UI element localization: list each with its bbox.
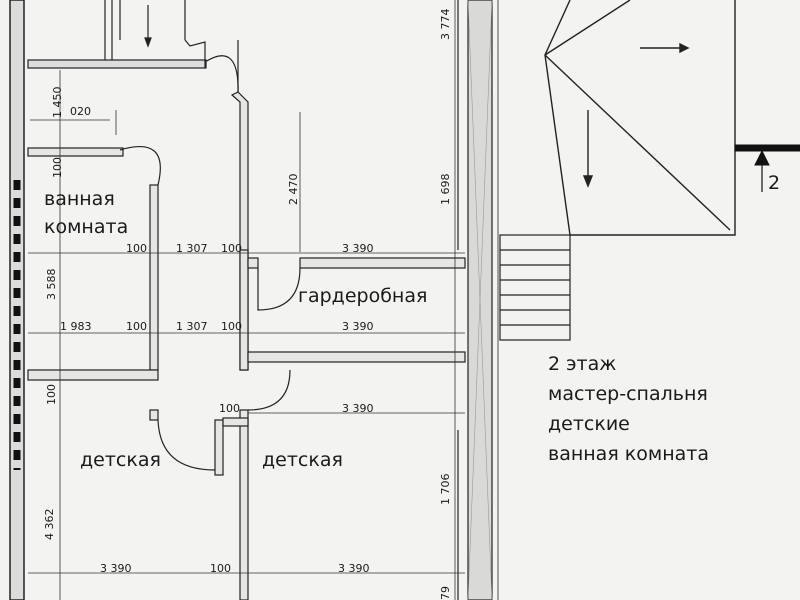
dim-3390-e: 3 390 (338, 562, 370, 575)
dim-3588: 3 588 (45, 268, 58, 301)
note-line-1: 2 этаж (548, 353, 617, 375)
wardrobe-walls (247, 257, 466, 363)
room-label-bathroom-2: комната (44, 216, 129, 238)
wardrobe-door-arc (257, 267, 301, 311)
bathroom-door-arc (119, 146, 161, 186)
corridor-walls (149, 91, 249, 600)
dim-1698: 1 698 (439, 173, 452, 206)
room-label-kids-2: детская (262, 449, 343, 471)
dim-100-c: 100 (126, 320, 147, 333)
dim-2470: 2 470 (287, 173, 300, 206)
dim-100-f: 100 (210, 562, 231, 575)
dim-100-a: 100 (126, 242, 147, 255)
section-marker (734, 144, 800, 192)
dim-100-e: 100 (219, 402, 240, 415)
dim-3390-d: 3 390 (100, 562, 132, 575)
dim-3774: 3 774 (439, 8, 452, 41)
room-label-wardrobe: гардеробная (298, 285, 428, 307)
room-label-kids-1: детская (80, 449, 161, 471)
stair-top (27, 0, 207, 69)
dim-1450: 1 450 (51, 86, 64, 119)
dim-1307-b: 1 307 (176, 320, 208, 333)
dim-3390-b: 3 390 (342, 320, 374, 333)
exterior-stairs (499, 234, 571, 341)
right-wall (457, 0, 499, 600)
note-line-4: ванная комната (548, 443, 710, 465)
dim-100-b: 100 (221, 242, 242, 255)
dim-1983: 1 983 (60, 320, 92, 333)
dim-100-v-a: 100 (51, 157, 64, 178)
dim-4362: 4 362 (43, 508, 56, 541)
left-wall (9, 0, 25, 600)
dim-100-v-b: 100 (45, 384, 58, 405)
dim-79: 79 (439, 586, 452, 600)
room-label-bathroom-1: ванная (44, 188, 115, 210)
dim-3390-c: 3 390 (342, 402, 374, 415)
bathroom-walls (27, 147, 159, 381)
section-marker-label: 2 (768, 172, 781, 194)
dim-1307-a: 1 307 (176, 242, 208, 255)
roof-outline (544, 0, 736, 236)
dim-100-d: 100 (221, 320, 242, 333)
dimension-lines (28, 0, 465, 600)
note-line-3: детские (548, 413, 630, 435)
dim-1706: 1 706 (439, 473, 452, 506)
door-arc-top (204, 55, 239, 96)
dim-020: 020 (70, 105, 91, 118)
kids1-door-arc (157, 419, 216, 471)
kids-door-arc (247, 369, 291, 411)
note-line-2: мастер-спальня (548, 383, 708, 405)
dim-3390-a: 3 390 (342, 242, 374, 255)
